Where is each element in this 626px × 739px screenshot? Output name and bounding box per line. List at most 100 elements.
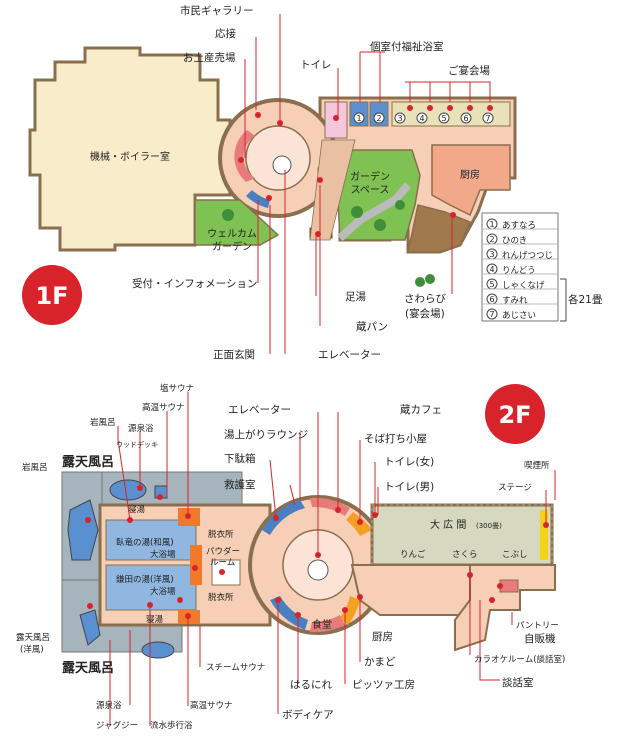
machine-room-area xyxy=(28,46,232,252)
label-sawarabi-1: さわらび xyxy=(404,293,446,305)
svg-text:6: 6 xyxy=(489,295,494,304)
floor-2-badge-label: 2F xyxy=(498,401,531,429)
label-kura-pan: 蔵パン xyxy=(356,320,388,333)
label-outdoor-bath-top: 露天風呂 xyxy=(62,455,114,470)
floor-1-badge-label: 1F xyxy=(35,282,68,310)
label-kitchen-2f: 厨房 xyxy=(372,630,393,643)
label-flowing-bath: 流水歩行浴 xyxy=(150,720,193,731)
label-first-aid: 救護室 xyxy=(224,478,256,491)
label-footbath: 足湯 xyxy=(345,291,366,303)
label-elevator-1f: エレベーター xyxy=(318,349,381,361)
label-kamado: かまど xyxy=(364,656,396,668)
garyu-bath-area xyxy=(105,519,197,561)
label-hall-ringo: りんご xyxy=(400,549,426,560)
label-powder-2: ルーム xyxy=(210,558,235,568)
label-smoking: 喫煙所 xyxy=(524,460,550,471)
label-outdoor-west-1: 露天風呂 xyxy=(16,633,50,643)
svg-text:1: 1 xyxy=(356,114,361,123)
svg-text:5: 5 xyxy=(441,114,446,123)
svg-text:しゃくなげ: しゃくなげ xyxy=(502,281,545,291)
kitchen-area-1f xyxy=(431,144,511,217)
welfare-room-numbers: 1 2 3 4 5 6 7 xyxy=(353,112,494,124)
label-elevator-2f: エレベーター xyxy=(228,404,291,416)
label-banquet: ご宴会場 xyxy=(448,64,490,77)
label-rock-bath-left: 岩風呂 xyxy=(22,462,48,473)
label-hall-capacity: (300畳) xyxy=(476,522,502,530)
label-dressing-top: 脱衣所 xyxy=(208,529,234,540)
label-lounge: 湯上がりラウンジ xyxy=(224,428,308,441)
label-gallery: 市民ギャラリー xyxy=(180,4,254,17)
label-kitchen-1f: 厨房 xyxy=(460,168,480,181)
label-soba-hut: そば打ち小屋 xyxy=(364,432,427,445)
label-shop: お土産売場 xyxy=(183,51,236,64)
label-sawarabi-2: (宴会場) xyxy=(405,307,445,320)
label-hall-title: 大 広 間 xyxy=(430,518,466,531)
label-high-sauna-bottom: 高温サウナ xyxy=(190,700,233,711)
label-hall-kobushi: こぶし xyxy=(502,550,528,560)
svg-text:あすなろ: あすなろ xyxy=(502,221,536,231)
label-outdoor-bath-bottom: 露天風呂 xyxy=(62,661,114,676)
legend-row: 6 すみれ xyxy=(486,293,528,306)
label-steam-sauna: スチームサウナ xyxy=(206,663,265,673)
label-stage: ステージ xyxy=(498,483,532,493)
legend-row: 1 あすなろ xyxy=(486,218,536,231)
label-outdoor-west-2: (洋風) xyxy=(20,644,44,655)
legend-row: 7 あじさい xyxy=(486,308,536,321)
label-nerayu-bottom: 寝湯 xyxy=(146,614,164,625)
label-dressing-bottom: 脱衣所 xyxy=(208,592,234,603)
label-reception-room: 応接 xyxy=(215,27,236,40)
svg-text:5: 5 xyxy=(489,280,494,289)
svg-text:3: 3 xyxy=(489,250,494,259)
svg-text:3: 3 xyxy=(397,114,402,123)
label-vending: 自販機 xyxy=(524,632,556,645)
label-toilet-m: トイレ(男) xyxy=(384,481,434,493)
label-garden-space-1: ガーデン xyxy=(350,170,390,183)
svg-text:7: 7 xyxy=(485,114,490,123)
svg-text:ひのき: ひのき xyxy=(502,236,527,246)
label-pizza: ピッツァ工房 xyxy=(352,678,415,691)
svg-text:4: 4 xyxy=(489,265,494,274)
svg-text:4: 4 xyxy=(419,114,424,123)
label-shio-sauna: 塩サウナ xyxy=(160,383,194,394)
label-pantry: パントリー xyxy=(516,621,559,631)
label-jacuzzi: ジャグジー xyxy=(96,720,138,731)
label-harunire: はるにれ xyxy=(290,679,332,691)
label-garyu-1: 臥竜の湯(和風) xyxy=(116,537,174,548)
svg-text:2: 2 xyxy=(376,114,381,123)
label-welfare-bath: 個室付福祉浴室 xyxy=(370,40,444,53)
label-kamata-1: 鎌田の湯(洋風) xyxy=(116,574,174,585)
svg-text:りんどう: りんどう xyxy=(502,266,536,276)
label-welcome-garden-2: ガーデン xyxy=(212,240,252,253)
floor-2-badge xyxy=(485,384,545,444)
svg-text:2: 2 xyxy=(489,235,494,244)
label-dining: 食堂 xyxy=(312,618,332,631)
label-tatami-note: 各21畳 xyxy=(568,293,603,306)
floor-1-map: 1F 市民ギャラリー 応接 お土産売場 トイレ 個室付福祉浴室 ご宴会場 機械・… xyxy=(22,4,603,361)
svg-text:あじさい: あじさい xyxy=(502,311,536,321)
kitchen-area-2f xyxy=(350,564,471,616)
svg-text:れんげつつじ: れんげつつじ xyxy=(502,251,553,261)
label-main-entrance: 正面玄関 xyxy=(213,348,255,361)
label-hall-sakura: さくら xyxy=(452,550,478,560)
label-wood-deck: ウッドデッキ xyxy=(116,440,158,449)
label-high-sauna-top: 高温サウナ xyxy=(142,402,185,413)
label-toilet-f: トイレ(女) xyxy=(384,455,434,468)
label-karaoke: カラオケルーム(談話室) xyxy=(474,654,565,665)
welcome-garden-area xyxy=(194,199,280,246)
label-garyu-2: 大浴場 xyxy=(150,549,176,560)
label-lounge-room: 談話室 xyxy=(502,676,534,689)
label-garden-space-2: スペース xyxy=(351,185,390,196)
svg-text:6: 6 xyxy=(463,114,468,123)
powder-room-area xyxy=(211,559,241,586)
label-nerayu-top: 寝湯 xyxy=(128,504,146,515)
label-gensen-bottom: 源泉浴 xyxy=(96,700,122,711)
label-powder-1: パウダー xyxy=(206,546,240,557)
label-welcome-garden-1: ウェルカム xyxy=(207,228,257,240)
label-body-care: ボディケア xyxy=(282,708,334,721)
svg-text:1: 1 xyxy=(489,220,494,229)
label-machine-room: 機械・ボイラー室 xyxy=(90,150,170,163)
floor-1-badge xyxy=(22,265,82,325)
banquet-legend: 1 あすなろ 2 ひのき 3 れんげつつじ 4 りんどう 5 しゃくなげ xyxy=(481,212,603,322)
label-kamata-2: 大浴場 xyxy=(150,586,176,597)
